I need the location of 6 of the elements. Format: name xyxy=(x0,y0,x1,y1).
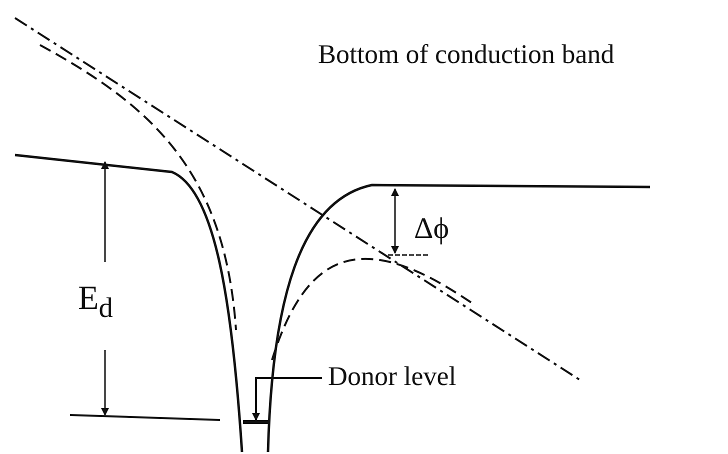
leader-line xyxy=(252,377,322,421)
ionization-energy-label: E$_{d}$ xyxy=(78,280,113,324)
donor-level-label: Donor level xyxy=(328,362,456,392)
band-edge-label: Bottom of conduction band xyxy=(318,40,614,70)
donor-level-bar xyxy=(243,420,268,424)
barrier-lowering-label: Δϕ xyxy=(414,212,450,245)
